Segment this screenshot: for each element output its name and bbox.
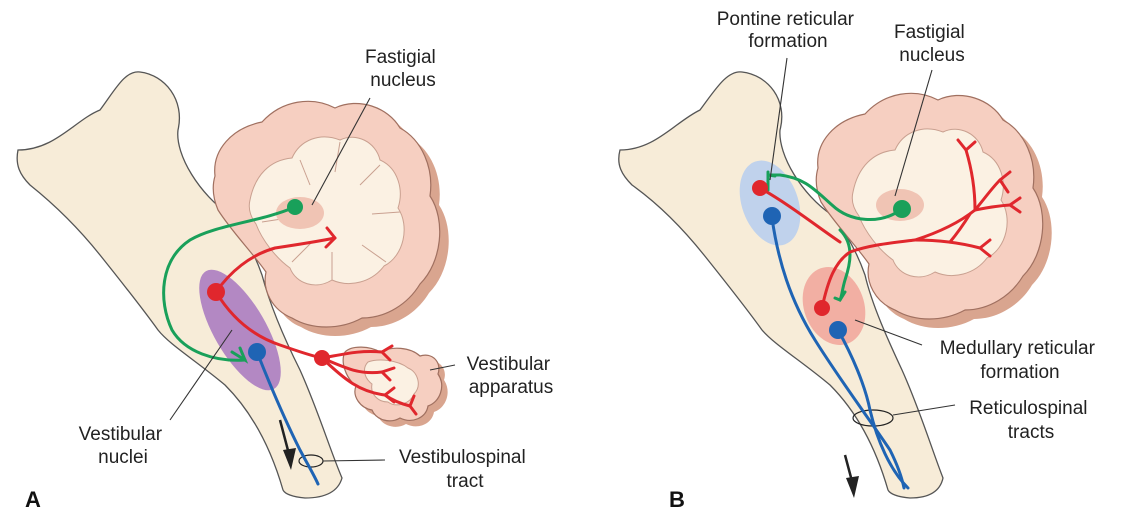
brainstem-a: [16, 71, 343, 499]
label-medullary: Medullary reticular formation: [940, 338, 1101, 383]
panel-label-b: B: [669, 487, 685, 512]
leader-medullary: [854, 319, 923, 346]
medullary-neuron-blue: [829, 321, 847, 339]
blue-pathway-a: [255, 350, 320, 486]
green-pathway-b: [766, 170, 904, 302]
vestibular-neuron-red: [207, 283, 225, 301]
downward-arrow-b: [843, 454, 859, 498]
fastigial-neuron-a: [287, 199, 303, 215]
pontine-neuron-blue: [763, 207, 781, 225]
leader-vestibular-apparatus: [429, 364, 456, 371]
label-vestibular-apparatus: Vestibular apparatus: [467, 354, 556, 398]
vestibular-apparatus: [342, 346, 448, 427]
leader-pontine: [769, 57, 788, 181]
fastigial-neuron-b: [893, 200, 911, 218]
medullary-neuron-red: [814, 300, 830, 316]
red-pathway-a: [214, 226, 418, 416]
pontine-region: [739, 160, 801, 246]
label-fastigial-a: Fastigial nucleus: [365, 47, 441, 91]
panel-a: Fastigial nucleus Vestibular nuclei Vest…: [16, 47, 556, 512]
cerebellum-white-matter-b: [851, 128, 1008, 278]
panel-label-a: A: [25, 487, 41, 512]
label-pontine: Pontine reticular formation: [717, 9, 860, 52]
cerebellum-a: [212, 100, 449, 336]
vestibular-apparatus-neuron: [314, 350, 330, 366]
medullary-region: [802, 267, 866, 345]
leader-vestibular-nuclei: [169, 329, 233, 421]
label-fastigial-b: Fastigial nucleus: [894, 22, 970, 66]
pontine-neuron-red: [752, 180, 768, 196]
blue-pathway-b: [770, 216, 910, 490]
leader-reticulospinal: [892, 404, 956, 416]
vestibulospinal-neuron: [248, 343, 266, 361]
downward-arrow-a: [278, 419, 296, 470]
leader-vestibulospinal: [322, 459, 386, 462]
cerebellum-b: [815, 92, 1052, 328]
brainstem-b: [618, 71, 944, 499]
label-reticulospinal: Reticulospinal tracts: [969, 398, 1093, 443]
leader-fastigial-a: [311, 97, 371, 206]
leader-fastigial-b: [894, 69, 933, 197]
panel-b: Pontine reticular formation Fastigial nu…: [618, 9, 1101, 512]
label-vestibular-nuclei: Vestibular nuclei: [79, 424, 168, 468]
red-pathway-b: [758, 138, 1022, 310]
label-vestibulospinal-tract: Vestibulospinal tract: [399, 447, 531, 492]
green-pathway-a: [162, 205, 297, 364]
